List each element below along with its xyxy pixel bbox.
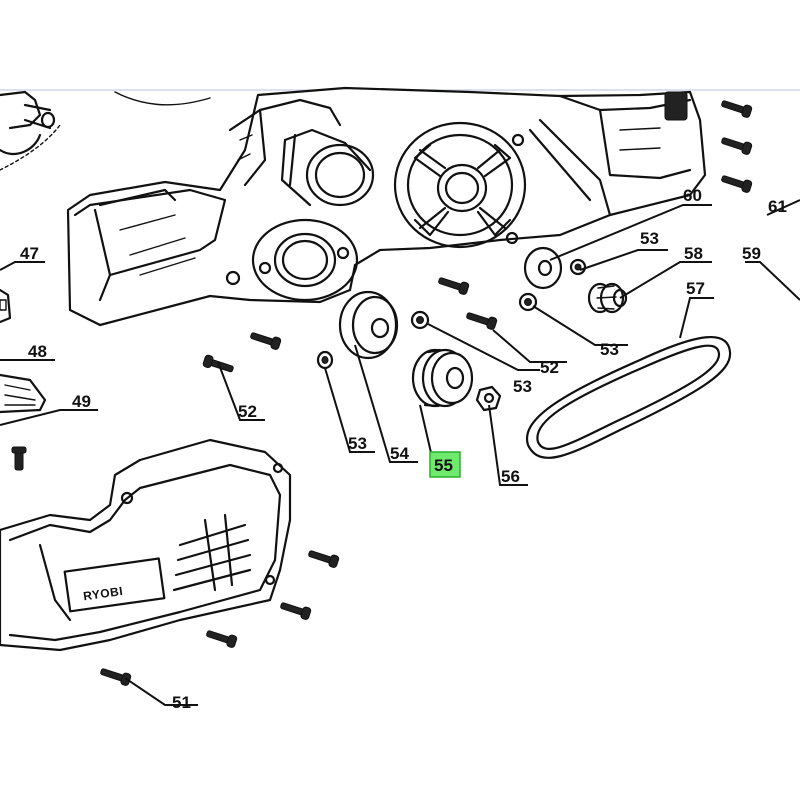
callout-53-left: 53 [348,434,367,453]
part-56-nut [475,385,502,412]
screw-cover-2 [280,602,312,620]
screw-51 [100,668,132,686]
callout-55-highlight [429,451,461,478]
callout-61: 61 [768,197,787,216]
part-58-bushing [587,282,628,314]
callout-57: 57 [686,279,705,298]
callouts: 47 48 49 51 52 53 54 55 56 53 52 53 53 6… [20,186,787,712]
screw-top-right-1 [721,100,753,118]
callout-56: 56 [501,467,520,486]
part-57-belt [525,335,732,459]
motor-housing [66,86,707,327]
screw-top-right-3 [721,175,753,193]
screw-top-right-2 [721,137,753,155]
side-cover: RYOBI [0,438,292,652]
callout-53-mid: 53 [513,377,532,396]
washer-53-lower [518,292,538,312]
callout-52-left: 52 [238,402,257,421]
callout-59: 59 [742,244,761,263]
screw-cover-3 [206,630,238,648]
screw-cover-1 [308,550,340,568]
callout-53-lower: 53 [600,340,619,359]
part-48 [0,373,47,414]
callout-47: 47 [20,244,39,263]
screw-52-mid [250,332,282,350]
callout-54: 54 [390,444,409,463]
screw-52-top [438,277,470,295]
part-54-washer [338,290,399,360]
part-55-pulley [411,348,474,408]
part-49-screw [11,446,27,471]
washer-53-upper [569,258,587,276]
callout-52-right: 52 [540,358,559,377]
callout-53-upper: 53 [640,229,659,248]
callout-51: 51 [172,693,191,712]
callout-48: 48 [28,342,47,361]
callout-49: 49 [72,392,91,411]
washer-53-left [316,350,334,370]
shaft-part [0,90,61,171]
callout-58: 58 [684,244,703,263]
screw-52-left [202,354,234,373]
screw-52-right [466,312,498,330]
callout-60: 60 [683,186,702,205]
brand-label: RYOBI [82,584,124,603]
washer-53-mid [410,310,430,330]
part-60-washer [523,246,563,290]
callout-55: 55 [434,456,453,475]
leader-lines [0,199,800,706]
part-47 [0,288,12,324]
